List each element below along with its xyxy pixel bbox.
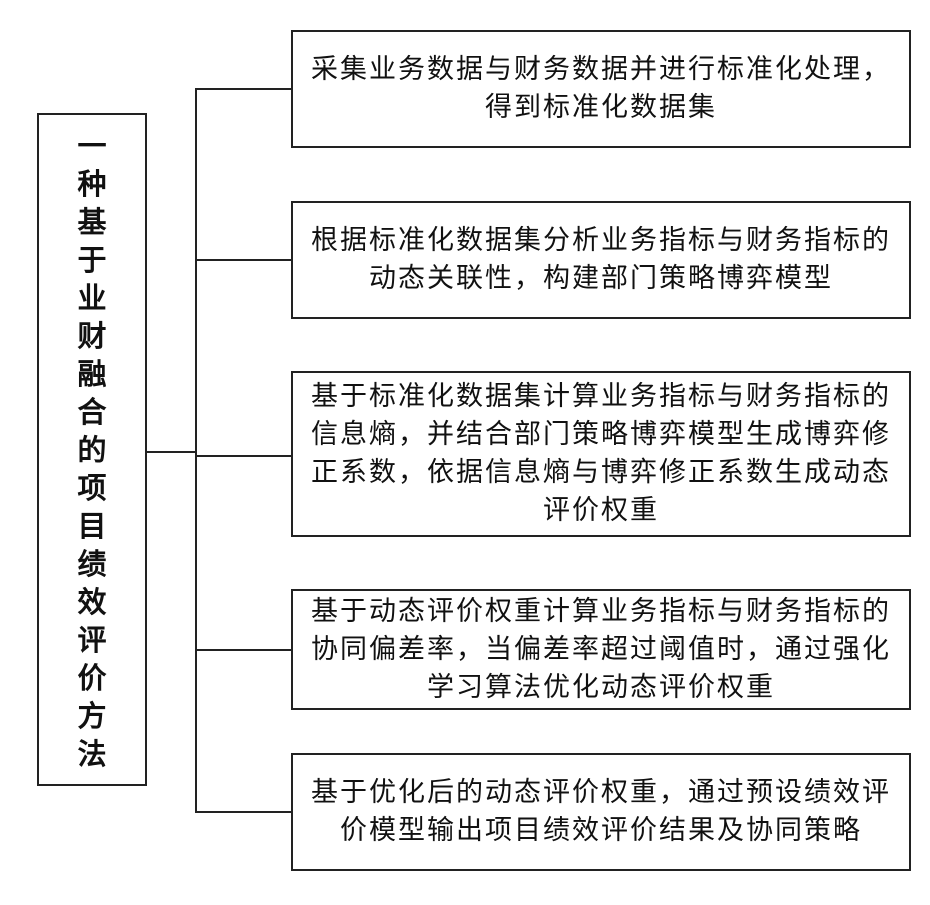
step-text-3: 基于标准化数据集计算业务指标与财务指标的信息熵，并结合部门策略博弈模型生成博弈修… — [299, 378, 903, 530]
connector-branch-4 — [195, 649, 291, 651]
connector-branch-1 — [195, 88, 291, 90]
step-text-4: 基于动态评价权重计算业务指标与财务指标的协同偏差率，当偏差率超过阈值时，通过强化… — [299, 593, 903, 707]
step-box-5: 基于优化后的动态评价权重，通过预设绩效评价模型输出项目绩效评价结果及协同策略 — [291, 753, 911, 871]
method-title: 一种基于业财融合的项目绩效评价方法 — [72, 127, 112, 773]
connector-branch-2 — [195, 259, 291, 261]
connector-branch-3 — [195, 455, 291, 457]
connector-trunk-stub — [147, 451, 195, 453]
step-box-3: 基于标准化数据集计算业务指标与财务指标的信息熵，并结合部门策略博弈模型生成博弈修… — [291, 371, 911, 537]
step-box-2: 根据标准化数据集分析业务指标与财务指标的动态关联性，构建部门策略博弈模型 — [291, 201, 911, 319]
step-box-4: 基于动态评价权重计算业务指标与财务指标的协同偏差率，当偏差率超过阈值时，通过强化… — [291, 589, 911, 710]
method-title-box: 一种基于业财融合的项目绩效评价方法 — [37, 113, 147, 786]
connector-vertical-bus — [195, 88, 197, 812]
step-text-2: 根据标准化数据集分析业务指标与财务指标的动态关联性，构建部门策略博弈模型 — [299, 222, 903, 298]
step-text-1: 采集业务数据与财务数据并进行标准化处理，得到标准化数据集 — [299, 51, 903, 127]
step-text-5: 基于优化后的动态评价权重，通过预设绩效评价模型输出项目绩效评价结果及协同策略 — [299, 774, 903, 850]
connector-branch-5 — [195, 811, 291, 813]
step-box-1: 采集业务数据与财务数据并进行标准化处理，得到标准化数据集 — [291, 30, 911, 148]
